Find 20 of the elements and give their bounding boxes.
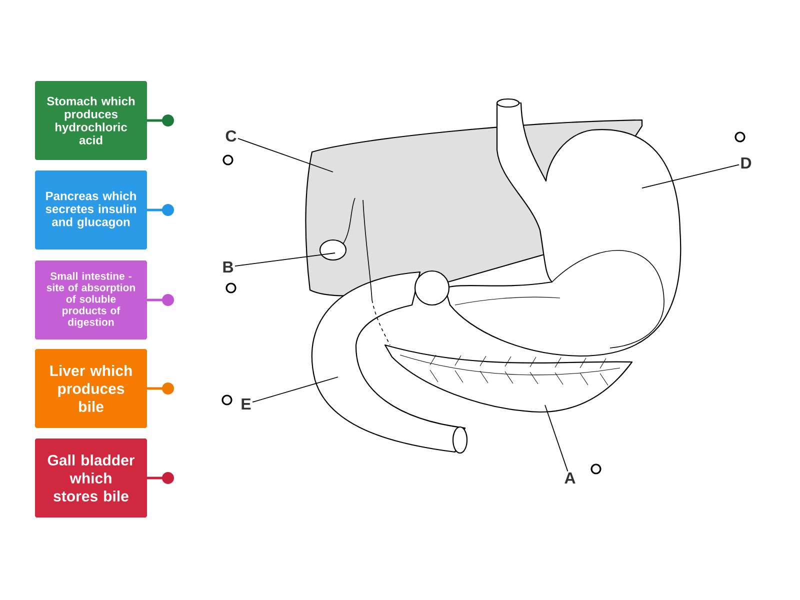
drop-target	[590, 464, 602, 474]
drop-target	[734, 132, 746, 142]
answer-card: Liver which produces bile	[35, 349, 147, 428]
drop-target	[222, 394, 232, 406]
answer-card: Stomach which produces hydrochloric acid	[35, 81, 147, 160]
part-letter: B	[223, 262, 234, 272]
answer-card: Gall bladder which stores bile	[35, 438, 147, 518]
part-letter: E	[242, 398, 251, 410]
leader-line	[252, 376, 338, 403]
drop-target	[222, 154, 234, 166]
answer-card: Small intestine - site of absorption of soluble products of digestion	[35, 260, 147, 340]
part-letter: C	[226, 130, 236, 142]
leader-line	[544, 404, 568, 472]
leader-line	[238, 138, 334, 172]
part-letter: A	[564, 472, 576, 484]
drop-target	[226, 282, 236, 294]
leader-line	[642, 164, 740, 188]
answer-card: Pancreas which secretes insulin and glucagon	[35, 170, 147, 250]
leader-line	[234, 252, 336, 267]
part-letter: D	[741, 158, 752, 168]
